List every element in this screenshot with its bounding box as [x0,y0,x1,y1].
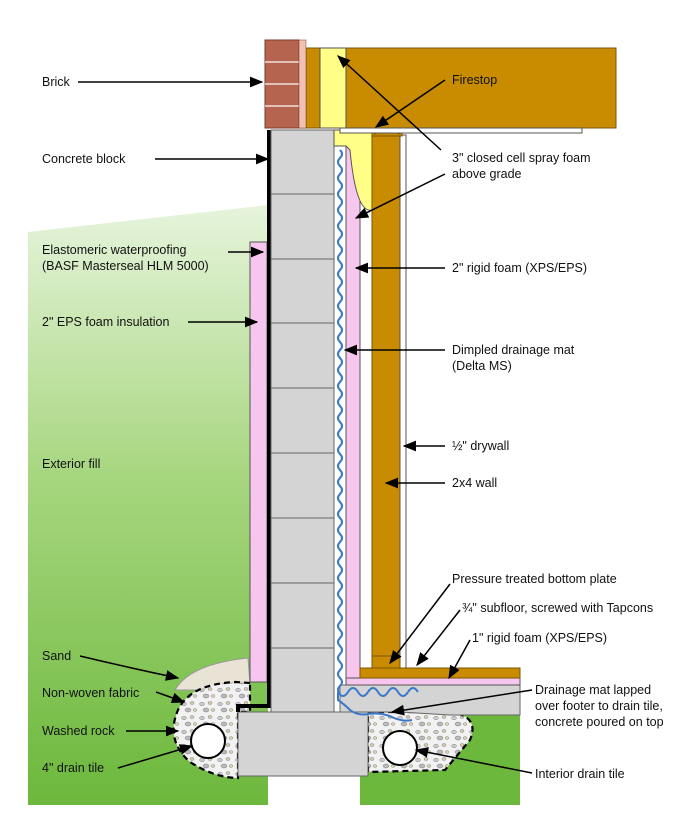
drywall [399,134,407,669]
dimpled-drainage-mat [337,149,343,695]
label-brick: Brick [42,75,70,89]
concrete-footing [237,711,369,777]
exterior-eps-foam [249,241,268,683]
label-dimpled-drainage-mat: Dimpled drainage mat (Delta MS) [452,343,575,373]
label-2x4-wall: 2x4 wall [452,476,498,490]
label-subfloor: ¾" subfloor, screwed with Tapcons [462,601,654,615]
brick-veneer [264,39,307,129]
interior-rigid-foam-2in [345,145,361,679]
floor-sheathing [339,127,583,134]
exterior-fill-area [28,205,268,805]
label-rigid-foam-1in: 1" rigid foam (XPS/EPS) [472,631,608,645]
label-rigid-foam-2in: 2" rigid foam (XPS/EPS) [452,261,588,275]
label-drywall: ½" drywall [452,439,510,453]
label-concrete-block: Concrete block [42,152,126,166]
sand-layer [174,657,251,691]
concrete-slab [339,684,521,716]
elastomeric-waterproofing [236,130,271,712]
label-washed-rock: Washed rock [42,724,115,738]
rim-board [305,47,321,129]
label-bottom-plate: Pressure treated bottom plate [452,572,617,586]
interior-drain-tile [382,730,418,766]
label-sand: Sand [42,649,72,663]
exterior-drain-tile [190,723,226,759]
label-non-woven-fabric: Non-woven fabric [42,686,140,700]
label-spray-foam: 3" closed cell spray foam above grade [452,151,591,181]
subfloor [359,667,521,679]
rigid-foam-1in [345,677,521,686]
drainage-mat-lap [337,687,419,722]
label-interior-drain-tile: Interior drain tile [535,767,625,781]
floor-joist [299,47,617,129]
concrete-block-wall [270,129,335,713]
label-elastomeric-waterproofing: Elastomeric waterproofing (BASF Masterse… [42,243,209,273]
leader-arrows [78,55,533,774]
label-exterior-fill: Exterior fill [42,457,101,471]
label-firestop: Firestop [452,73,498,87]
label-drainage-mat-lapped: Drainage mat lapped over footer to drain… [535,683,664,729]
bottom-plate [371,655,401,669]
label-eps-foam: 2" EPS foam insulation [42,315,170,329]
label-drain-tile: 4" drain tile [42,761,105,775]
stud-wall-2x4 [371,134,401,669]
